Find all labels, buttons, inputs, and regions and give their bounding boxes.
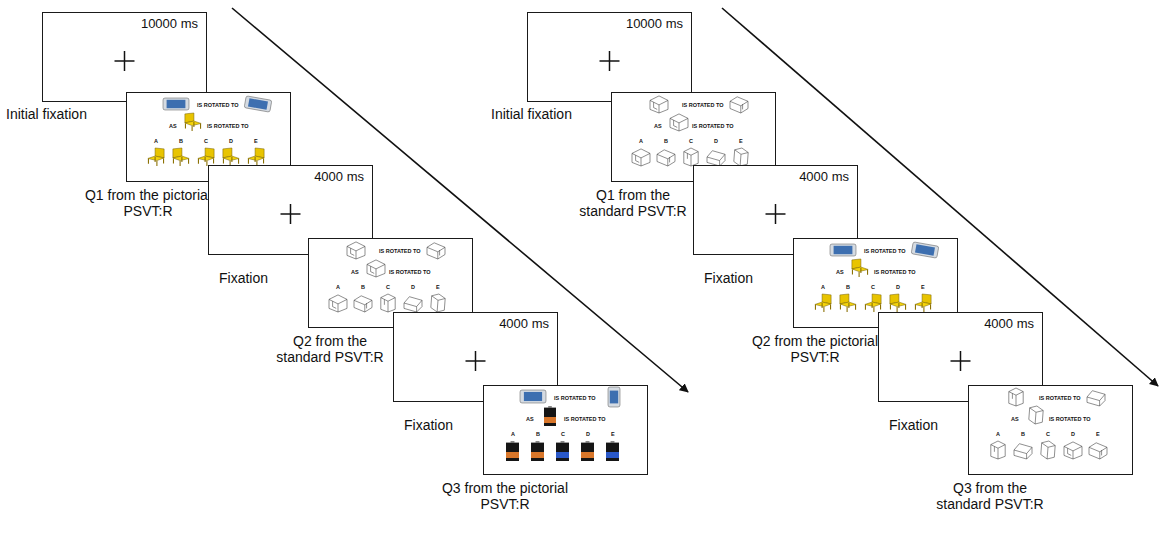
prompt-text: IS ROTATED TO xyxy=(682,103,724,109)
option-letter: D xyxy=(229,139,233,145)
slide-caption: Fixation xyxy=(704,270,753,286)
question-slide: IS ROTATED TOASIS ROTATED TOABCDEQ3 from… xyxy=(968,385,1133,475)
slide-caption: Q3 from the standard PSVT:R xyxy=(925,480,1055,512)
prompt-text: AS xyxy=(351,270,359,276)
duration-label: 4000 ms xyxy=(984,317,1034,332)
option-letter: A xyxy=(996,432,1000,438)
fixation-slide: 10000 msInitial fixation xyxy=(42,12,207,102)
option-letter: B xyxy=(664,139,668,145)
option-letter: E xyxy=(254,139,258,145)
option-letter: D xyxy=(586,432,590,438)
prompt-text: IS ROTATED TO xyxy=(864,249,906,255)
option-letter: D xyxy=(896,285,900,291)
option-letter: A xyxy=(511,432,515,438)
prompt-text: IS ROTATED TO xyxy=(1049,417,1091,423)
option-letter: B xyxy=(179,139,183,145)
prompt-text: AS xyxy=(169,124,177,130)
option-letter: C xyxy=(871,285,875,291)
prompt-text: IS ROTATED TO xyxy=(207,124,249,130)
slide-caption: Q3 from the pictorial PSVT:R xyxy=(440,480,570,512)
prompt-text: AS xyxy=(526,417,534,423)
prompt-text: IS ROTATED TO xyxy=(874,270,916,276)
option-letter: B xyxy=(1021,432,1025,438)
option-letter: D xyxy=(411,285,415,291)
option-letter: E xyxy=(436,285,440,291)
duration-label: 4000 ms xyxy=(799,170,849,185)
option-letter: B xyxy=(846,285,850,291)
prompt-text: IS ROTATED TO xyxy=(554,396,596,402)
option-letter: D xyxy=(714,139,718,145)
option-letter: A xyxy=(336,285,340,291)
slide-caption: Q1 from the standard PSVT:R xyxy=(568,187,698,219)
option-letter: C xyxy=(1046,432,1050,438)
slide-caption: Fixation xyxy=(404,417,453,433)
option-letter: A xyxy=(154,139,158,145)
option-letter: C xyxy=(386,285,390,291)
option-letter: E xyxy=(921,285,925,291)
prompt-text: IS ROTATED TO xyxy=(1039,396,1081,402)
prompt-text: AS xyxy=(1011,417,1019,423)
prompt-text: IS ROTATED TO xyxy=(379,249,421,255)
duration-label: 4000 ms xyxy=(314,170,364,185)
duration-label: 4000 ms xyxy=(499,317,549,332)
prompt-text: AS xyxy=(836,270,844,276)
option-letter: B xyxy=(536,432,540,438)
option-letter: E xyxy=(1096,432,1100,438)
slide-caption: Fixation xyxy=(219,270,268,286)
option-letter: C xyxy=(689,139,693,145)
slide-caption: Q2 from the standard PSVT:R xyxy=(265,333,395,365)
prompt-text: IS ROTATED TO xyxy=(197,103,239,109)
prompt-text: IS ROTATED TO xyxy=(389,270,431,276)
prompt-text: IS ROTATED TO xyxy=(692,124,734,130)
fixation-slide: 10000 msInitial fixation xyxy=(527,12,692,102)
option-letter: D xyxy=(1071,432,1075,438)
prompt-text: AS xyxy=(654,124,662,130)
option-letter: A xyxy=(821,285,825,291)
slide-caption: Q2 from the pictorial PSVT:R xyxy=(750,333,880,365)
option-letter: E xyxy=(611,432,615,438)
slide-caption: Initial fixation xyxy=(491,106,572,122)
duration-label: 10000 ms xyxy=(141,17,198,32)
slide-caption: Fixation xyxy=(889,417,938,433)
question-slide: IS ROTATED TOASIS ROTATED TOABCDEQ3 from… xyxy=(483,385,648,475)
slide-caption: Initial fixation xyxy=(6,106,87,122)
option-letter: C xyxy=(561,432,565,438)
slide-caption: Q1 from the pictorial PSVT:R xyxy=(83,187,213,219)
option-letter: A xyxy=(639,139,643,145)
prompt-text: IS ROTATED TO xyxy=(564,417,606,423)
option-letter: B xyxy=(361,285,365,291)
duration-label: 10000 ms xyxy=(626,17,683,32)
option-letter: E xyxy=(739,139,743,145)
option-letter: C xyxy=(204,139,208,145)
